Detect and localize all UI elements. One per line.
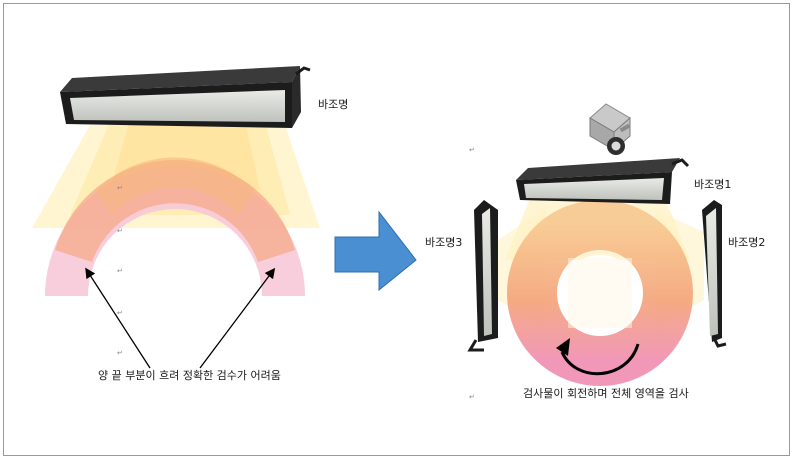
right-bar-light-3 (467, 200, 498, 352)
right-bar-light-2 (702, 200, 727, 348)
left-bar-light (60, 66, 311, 128)
left-light-label: 바조명 (318, 98, 348, 111)
right-paragraph-mark-2: ↵ (469, 393, 475, 401)
svg-text:↵: ↵ (117, 309, 123, 317)
right-ring-object (507, 200, 693, 386)
right-paragraph-mark-1: ↵ (469, 146, 475, 154)
left-scene: ↵ ↵ ↵ ↵ ↵ 바조명 양 끝 부분이 흐려 정확한 검수가 어려움 (32, 66, 348, 382)
right-caption: 검사물이 회전하며 전체 영역을 검사 (523, 386, 689, 400)
right-scene: ↵ ↵ 바조명1 바조명2 바조명3 검사물이 회전하며 전체 영역을 검사 (425, 103, 765, 401)
camera-icon (589, 103, 631, 155)
frame-border (3, 3, 790, 456)
left-arch-object (45, 157, 305, 296)
right-light-1-label: 바조명1 (694, 178, 731, 191)
svg-text:↵: ↵ (117, 227, 123, 235)
right-bar-light-1 (516, 158, 690, 204)
left-paragraph-marks: ↵ ↵ ↵ ↵ ↵ (117, 184, 123, 357)
left-callout-arrows (85, 267, 276, 369)
right-light-2-label: 바조명2 (728, 236, 765, 249)
svg-text:↵: ↵ (117, 184, 123, 192)
svg-text:↵: ↵ (117, 349, 123, 357)
transition-arrow (334, 210, 417, 292)
right-light-3-label: 바조명3 (425, 236, 462, 249)
left-caption: 양 끝 부분이 흐려 정확한 검수가 어려움 (98, 369, 281, 382)
rotation-arrow (556, 338, 640, 376)
svg-text:↵: ↵ (117, 267, 123, 275)
